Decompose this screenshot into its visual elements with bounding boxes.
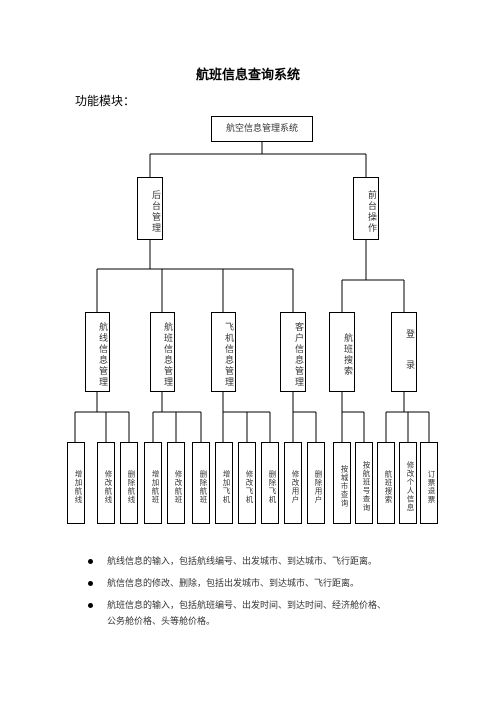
bullet-item: 航线信息的输入，包括航线编号、出发城市、到达城市、飞行距离。 [88,554,468,570]
page-title: 航班信息查询系统 [195,68,300,83]
leaf-edit-flight: 修改航班 [167,442,185,524]
leaf-flight-search: 航班搜索 [377,442,395,524]
node-backend-management: 后台管理 [137,177,163,240]
bullet-item: 航班信息的输入，包括航班编号、出发时间、到达时间、经济舱价格、 公务舱价格、头等… [88,598,468,630]
bullet-dot-icon [88,559,93,564]
leaf-add-flight: 增加航班 [144,442,162,524]
node-flight-search: 航班搜索 [329,312,355,392]
leaf-delete-aircraft: 删除飞机 [261,442,279,524]
section-heading: 功能模块： [75,94,136,108]
node-aircraft-info-management: 飞机信息管理 [211,312,236,392]
node-frontend-operation: 前台操作 [353,177,379,240]
node-login: 登录 [391,312,417,392]
leaf-delete-flight: 删除航班 [192,442,210,524]
bullet-list: 航线信息的输入，包括航线编号、出发城市、到达城市、飞行距离。 航信信息的修改、删… [88,554,468,636]
bullet-dot-icon [88,603,93,608]
leaf-edit-aircraft: 修改飞机 [238,442,256,524]
bullet-text-continued: 公务舱价格、头等舱价格。 [107,617,216,627]
leaf-query-by-flight-number: 按航班号查询 [355,442,373,524]
node-customer-info-management: 客户信息管理 [280,312,306,392]
bullet-text: 航班信息的输入，包括航班编号、出发时间、到达时间、经济舱价格、 [107,601,387,611]
leaf-edit-personal-info: 修改个人信息 [399,442,417,524]
root-node-label: 航空信息管理系统 [225,123,298,134]
leaf-delete-user: 删除用户 [307,442,325,524]
leaf-edit-route: 修改航线 [97,442,115,524]
node-route-info-management: 航线信息管理 [85,312,110,392]
leaf-edit-user: 修改用户 [284,442,302,524]
bullet-text: 航线信息的输入，包括航线编号、出发城市、到达城市、飞行距离。 [107,557,378,567]
leaf-delete-route: 删除航线 [120,442,138,524]
leaf-add-route: 增加航线 [67,442,85,524]
leaf-query-by-city: 按城市查询 [333,442,351,524]
bullet-text: 航信信息的修改、删除，包括出发城市、到达城市、飞行距离。 [107,579,360,589]
root-node: 航空信息管理系统 [211,116,313,142]
bullet-dot-icon [88,581,93,586]
leaf-book-refund-ticket: 订票退票 [420,442,438,524]
leaf-add-aircraft: 增加飞机 [215,442,233,524]
node-flight-info-management: 航班信息管理 [150,312,175,392]
bullet-item: 航信信息的修改、删除，包括出发城市、到达城市、飞行距离。 [88,576,468,592]
